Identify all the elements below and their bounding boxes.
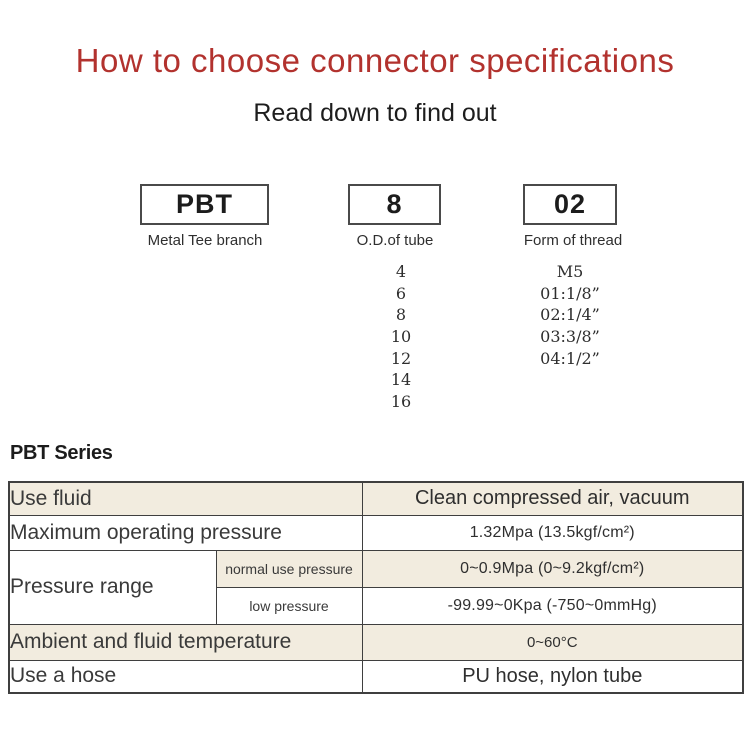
thread-form-option: M5	[556, 262, 584, 281]
tube-od-option: 6	[395, 283, 407, 303]
tube-od-option: 8	[395, 305, 407, 325]
table-row: Pressure range normal use pressure 0~0.9…	[8, 549, 744, 625]
caption-series-prefix: Metal Tee branch	[147, 232, 263, 249]
spec-value-normal-pressure: 0~0.9Mpa (0~9.2kgf/cm²)	[361, 549, 744, 588]
thread-form-option: 04:1/2”	[540, 348, 600, 368]
spec-label-pressure-range: Pressure range	[8, 549, 217, 625]
spec-value-temperature: 0~60°C	[361, 623, 744, 661]
thread-form-option: 03:3/8”	[540, 327, 600, 347]
series-heading: PBT Series	[10, 442, 113, 464]
table-row: Use fluid Clean compressed air, vacuum	[8, 481, 744, 516]
tube-od-option: 16	[390, 392, 412, 412]
tube-od-option-list: 4 6 8 10 12 14 16	[354, 261, 448, 413]
spec-table: Use fluid Clean compressed air, vacuum M…	[8, 481, 745, 694]
table-row: Maximum operating pressure 1.32Mpa (13.5…	[8, 514, 744, 551]
tube-od-option: 10	[390, 327, 412, 347]
caption-tube-od: O.D.of tube	[356, 232, 434, 249]
code-box-tube-od: 8	[348, 184, 441, 225]
spec-label-hose: Use a hose	[8, 659, 363, 694]
spec-label-max-pressure: Maximum operating pressure	[8, 514, 363, 551]
spec-sublabel-normal-pressure: normal use pressure	[215, 549, 363, 588]
caption-thread-form: Form of thread	[523, 232, 623, 249]
code-box-thread-form: 02	[523, 184, 617, 225]
tube-od-option: 4	[395, 262, 407, 281]
code-box-series-prefix: PBT	[140, 184, 269, 225]
thread-form-option: 02:1/4”	[540, 305, 600, 325]
spec-label-temperature: Ambient and fluid temperature	[8, 623, 363, 661]
spec-value-max-pressure: 1.32Mpa (13.5kgf/cm²)	[361, 514, 744, 551]
thread-form-option-list: M5 01:1/8” 02:1/4” 03:3/8” 04:1/2”	[520, 261, 620, 369]
page-title: How to choose connector specifications	[75, 42, 675, 79]
spec-value-low-pressure: -99.99~0Kpa (-750~0mmHg)	[361, 586, 744, 625]
spec-sublabel-low-pressure: low pressure	[215, 586, 363, 625]
spec-value-use-fluid: Clean compressed air, vacuum	[361, 481, 744, 516]
table-row: Use a hose PU hose, nylon tube	[8, 659, 744, 694]
tube-od-option: 14	[390, 370, 412, 390]
page-subtitle: Read down to find out	[253, 99, 497, 127]
spec-label-use-fluid: Use fluid	[8, 481, 363, 516]
table-row: low pressure -99.99~0Kpa (-750~0mmHg)	[9, 586, 744, 625]
tube-od-option: 12	[390, 348, 412, 368]
spec-value-hose: PU hose, nylon tube	[361, 659, 744, 694]
thread-form-option: 01:1/8”	[540, 283, 600, 303]
table-row: Ambient and fluid temperature 0~60°C	[8, 623, 744, 661]
